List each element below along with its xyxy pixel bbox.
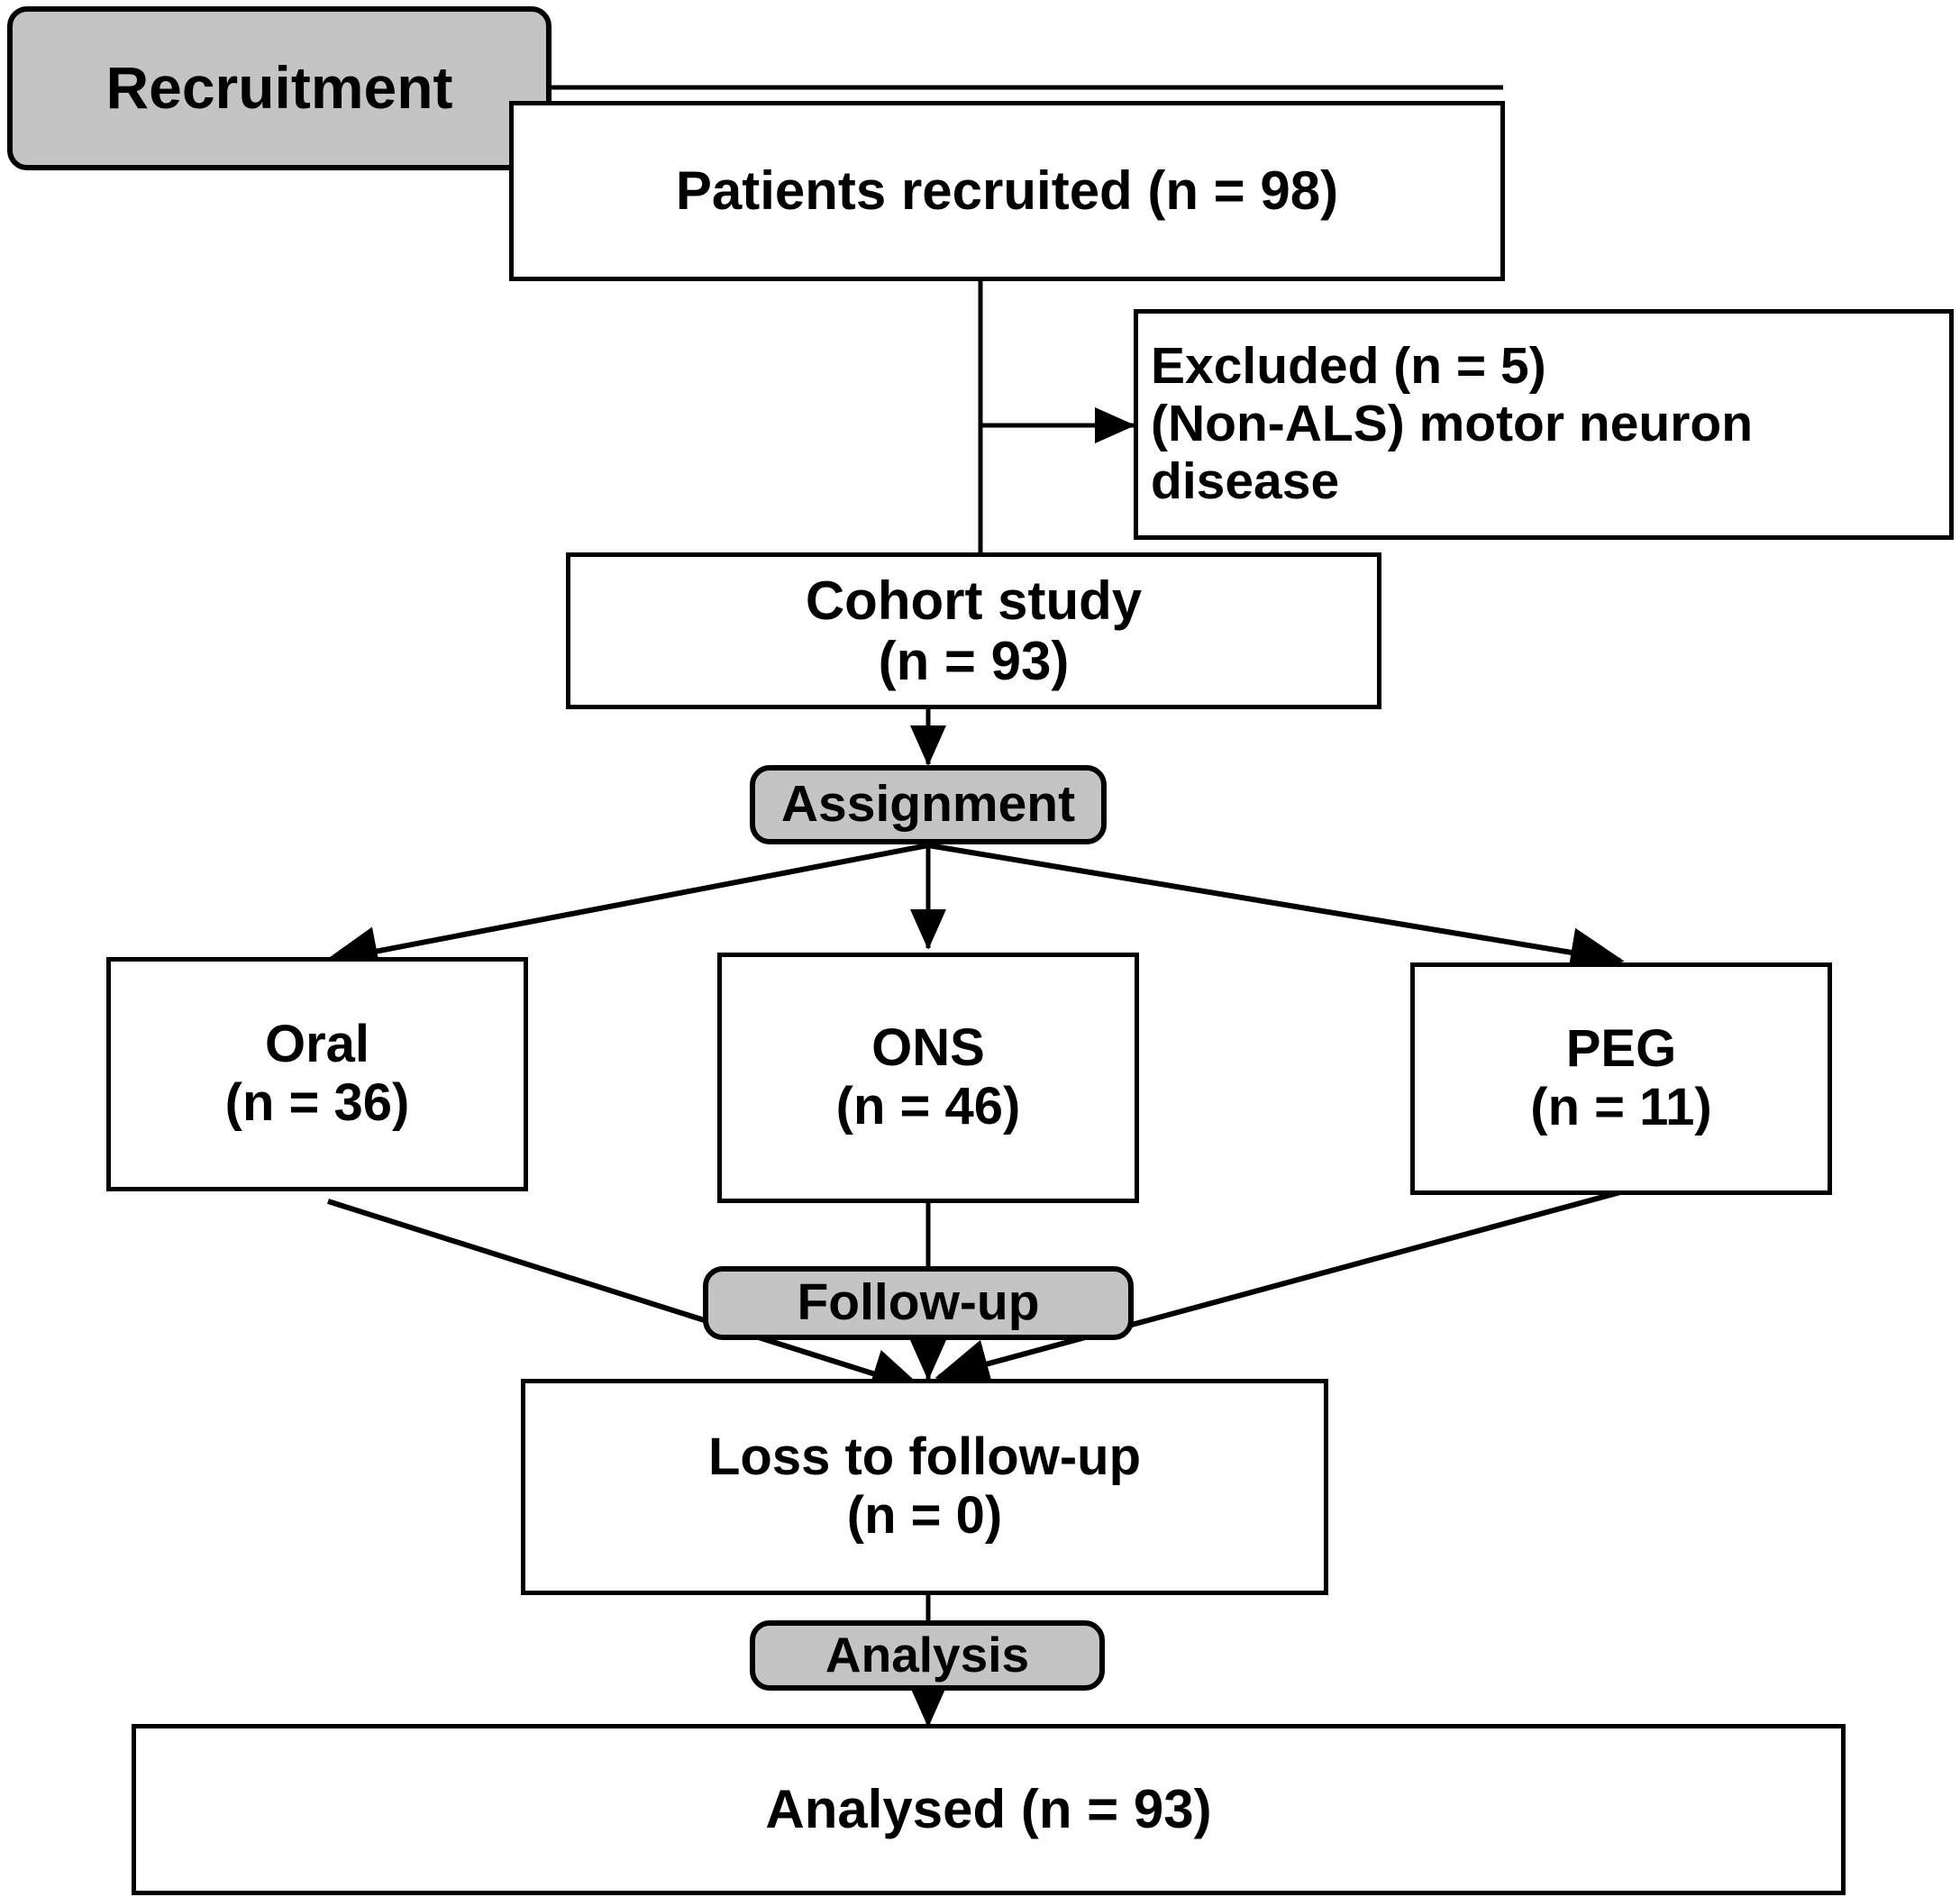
node-cohort-study[interactable]: Cohort study (n = 93) [566,552,1381,709]
node-peg[interactable]: PEG (n = 11) [1410,962,1832,1195]
node-excluded[interactable]: Excluded (n = 5) (Non-ALS) motor neuron … [1134,309,1954,540]
edge-assignment-to-oral [324,843,929,976]
node-patients-recruited[interactable]: Patients recruited (n = 98) [509,101,1505,281]
stage-assignment[interactable]: Assignment [750,765,1107,844]
edge-assignment-to-peg [927,843,1625,978]
stage-followup[interactable]: Follow-up [703,1266,1134,1340]
node-loss-to-follow-up[interactable]: Loss to follow-up (n = 0) [521,1379,1328,1595]
node-ons[interactable]: ONS (n = 46) [717,953,1139,1203]
node-analysed[interactable]: Analysed (n = 93) [132,1724,1846,1895]
stage-recruitment[interactable]: Recruitment [7,6,552,170]
node-oral[interactable]: Oral (n = 36) [106,957,528,1191]
stage-analysis[interactable]: Analysis [750,1620,1105,1691]
